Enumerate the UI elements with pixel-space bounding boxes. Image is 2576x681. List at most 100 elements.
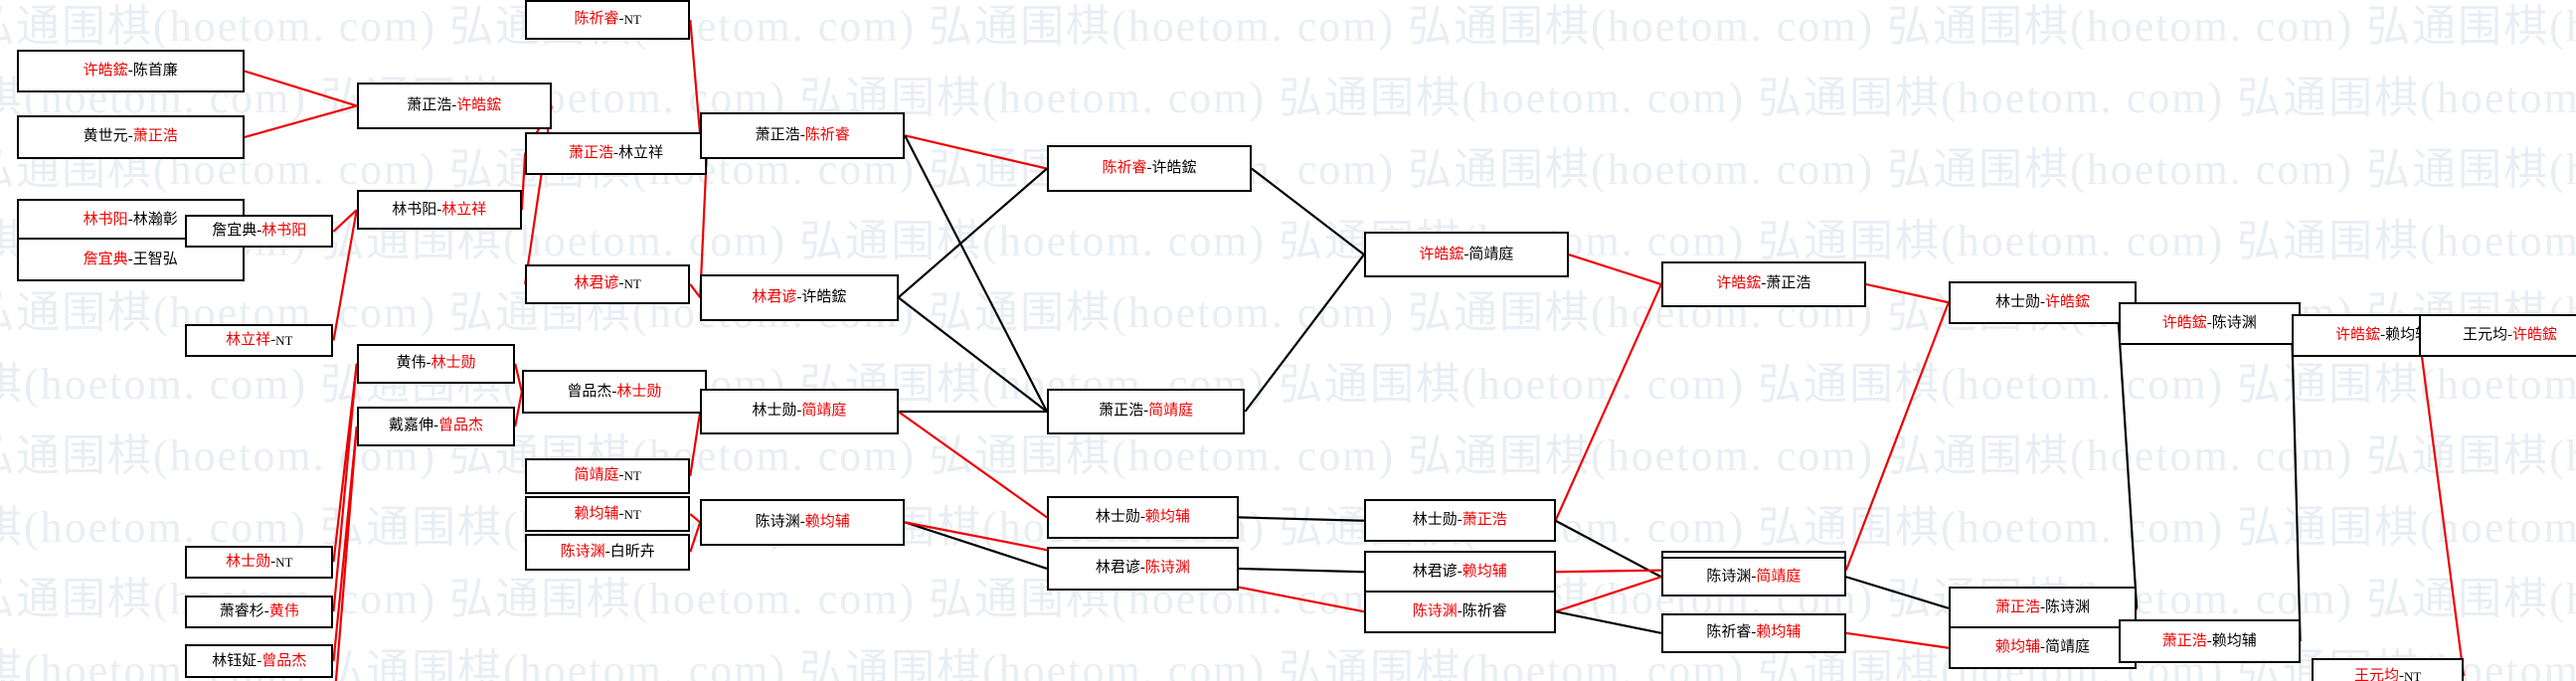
player-right: 林士勋 (430, 355, 476, 372)
match-box[interactable]: 林士勋-简靖庭 (700, 388, 899, 435)
player-right: 陈祈睿 (804, 126, 850, 143)
player-left: 林君谚 (1412, 563, 1458, 580)
player-right: 陈诗渊 (2045, 599, 2091, 616)
vs-separator: - (2507, 327, 2513, 343)
player-left: 詹宜典 (212, 223, 258, 240)
match-box[interactable]: 林士勋-NT (185, 545, 334, 579)
bracket-connector (1865, 282, 1950, 304)
player-left: 曾品杰 (567, 383, 612, 400)
player-left: 戴嘉伸 (388, 418, 433, 434)
player-right: 赖均辅 (1756, 624, 1802, 641)
vs-separator: - (611, 383, 617, 400)
match-box[interactable]: 林君谚-陈诗渊 (1047, 547, 1239, 591)
match-box[interactable]: 陈诗渊-简靖庭 (1660, 557, 1846, 597)
match-box[interactable]: 陈诗渊-白昕卉 (525, 534, 691, 571)
player-left: 许皓鋐 (83, 62, 128, 79)
player-right: 赖均辅 (2385, 327, 2431, 343)
match-box[interactable]: 许皓鋐-简靖庭 (1363, 231, 1569, 278)
bracket-connector (332, 209, 358, 233)
bracket-connector (1238, 516, 1364, 522)
match-box[interactable]: 林君谚-赖均辅 (1363, 550, 1556, 594)
vs-separator: - (2206, 315, 2212, 332)
vs-separator: - (257, 652, 262, 669)
bracket-connector (1845, 631, 1950, 649)
match-box[interactable]: 简靖庭-NT (525, 457, 691, 495)
vs-separator: - (127, 211, 133, 228)
bracket-connector (904, 134, 1048, 170)
bracket-connector (1251, 167, 1365, 255)
match-box[interactable]: 黄世元-萧正浩 (16, 115, 245, 159)
player-left: 陈诗渊 (1706, 568, 1752, 585)
player-right: 萧正浩 (1461, 512, 1507, 529)
player-right: 林立祥 (618, 145, 664, 162)
match-box[interactable]: 萧睿杉-黄伟 (185, 595, 334, 628)
player-left: 陈诗渊 (560, 543, 605, 560)
match-box[interactable]: 萧正浩-赖均辅 (2118, 619, 2301, 663)
bracket-connector (1555, 569, 1661, 574)
match-box[interactable]: 萧正浩-陈诗渊 (1948, 587, 2138, 630)
bracket-connector (1238, 567, 1364, 574)
match-box[interactable]: 戴嘉伸-曾品杰 (356, 407, 516, 446)
match-box[interactable]: 王元均-NT (2312, 657, 2465, 681)
match-box[interactable]: 王元均-许皓鋐 (2419, 313, 2576, 358)
vs-separator: - (127, 251, 133, 267)
vs-separator: - (618, 11, 624, 28)
match-box[interactable]: 陈祈睿-许皓鋐 (1047, 145, 1252, 192)
match-box[interactable]: 许皓鋐-陈首廉 (16, 49, 245, 93)
vs-separator: - (2040, 293, 2045, 310)
match-box[interactable]: 赖均辅-NT (525, 495, 691, 533)
bracket-connector (1568, 253, 1662, 286)
vs-separator: - (2380, 327, 2386, 343)
match-box[interactable]: 许皓鋐-萧正浩 (1660, 260, 1866, 308)
player-left: 林立祥 (226, 331, 271, 348)
player-left: 许皓鋐 (1716, 275, 1762, 292)
player-left: 陈诗渊 (1412, 602, 1458, 619)
bracket-connector (244, 104, 358, 139)
match-box[interactable]: 萧正浩-林立祥 (525, 132, 707, 176)
bracket-connector (904, 521, 1048, 570)
player-right: 赖均辅 (804, 513, 850, 530)
match-box[interactable]: 萧正浩-陈祈睿 (700, 112, 906, 159)
match-box[interactable]: 陈祈睿-NT (525, 0, 691, 40)
vs-separator: - (127, 128, 133, 145)
match-box[interactable]: 林君谚-许皓鋐 (700, 273, 899, 321)
vs-separator: - (618, 275, 624, 292)
match-box[interactable]: 林君谚-NT (525, 264, 691, 304)
vs-separator: - (270, 331, 276, 348)
match-box[interactable]: 赖均辅-简靖庭 (1948, 626, 2138, 670)
player-right: 简靖庭 (1468, 246, 1514, 262)
match-box[interactable]: 陈祈睿-赖均辅 (1660, 612, 1846, 653)
match-box[interactable]: 林士勋-赖均辅 (1047, 495, 1239, 539)
vs-separator: - (796, 403, 802, 420)
bracket-connector (244, 70, 358, 107)
match-box[interactable]: 陈诗渊-赖均辅 (700, 499, 906, 546)
player-right: 赖均辅 (1144, 508, 1190, 525)
player-left: 萧正浩 (1994, 599, 2040, 616)
player-left: 林君谚 (574, 275, 619, 292)
match-box[interactable]: 曾品杰-林士勋 (521, 370, 707, 414)
match-box[interactable]: 萧正浩-许皓鋐 (356, 83, 552, 129)
bracket-connector (514, 391, 523, 427)
match-box[interactable]: 林士勋-萧正浩 (1363, 499, 1556, 543)
player-right: 曾品杰 (261, 652, 307, 669)
match-box[interactable]: 林书阳-林立祥 (356, 190, 522, 231)
player-left: 林君谚 (752, 288, 797, 305)
match-box[interactable]: 陈诗渊-陈祈睿 (1363, 590, 1556, 633)
player-left: 林士勋 (1994, 293, 2040, 310)
player-right: 林立祥 (441, 201, 487, 218)
match-box[interactable]: 黄伟-林士勋 (356, 343, 516, 384)
vs-separator: - (1146, 160, 1152, 177)
match-box[interactable]: 林立祥-NT (185, 323, 334, 358)
match-box[interactable]: 詹宜典-林书阳 (185, 215, 334, 249)
match-box[interactable]: 林钰姃-曾品杰 (185, 644, 334, 678)
player-right: 林书阳 (261, 223, 307, 240)
vs-separator: - (618, 505, 624, 522)
player-left: 林书阳 (392, 201, 437, 218)
vs-separator: - (426, 355, 431, 372)
vs-separator: - (613, 145, 618, 162)
match-box[interactable]: 萧正浩-简靖庭 (1047, 388, 1246, 435)
match-box[interactable]: 林士勋-许皓鋐 (1948, 280, 2138, 324)
vs-separator: - (796, 288, 802, 305)
match-box[interactable]: 许皓鋐-陈诗渊 (2118, 302, 2301, 346)
player-left: 简靖庭 (574, 467, 619, 484)
